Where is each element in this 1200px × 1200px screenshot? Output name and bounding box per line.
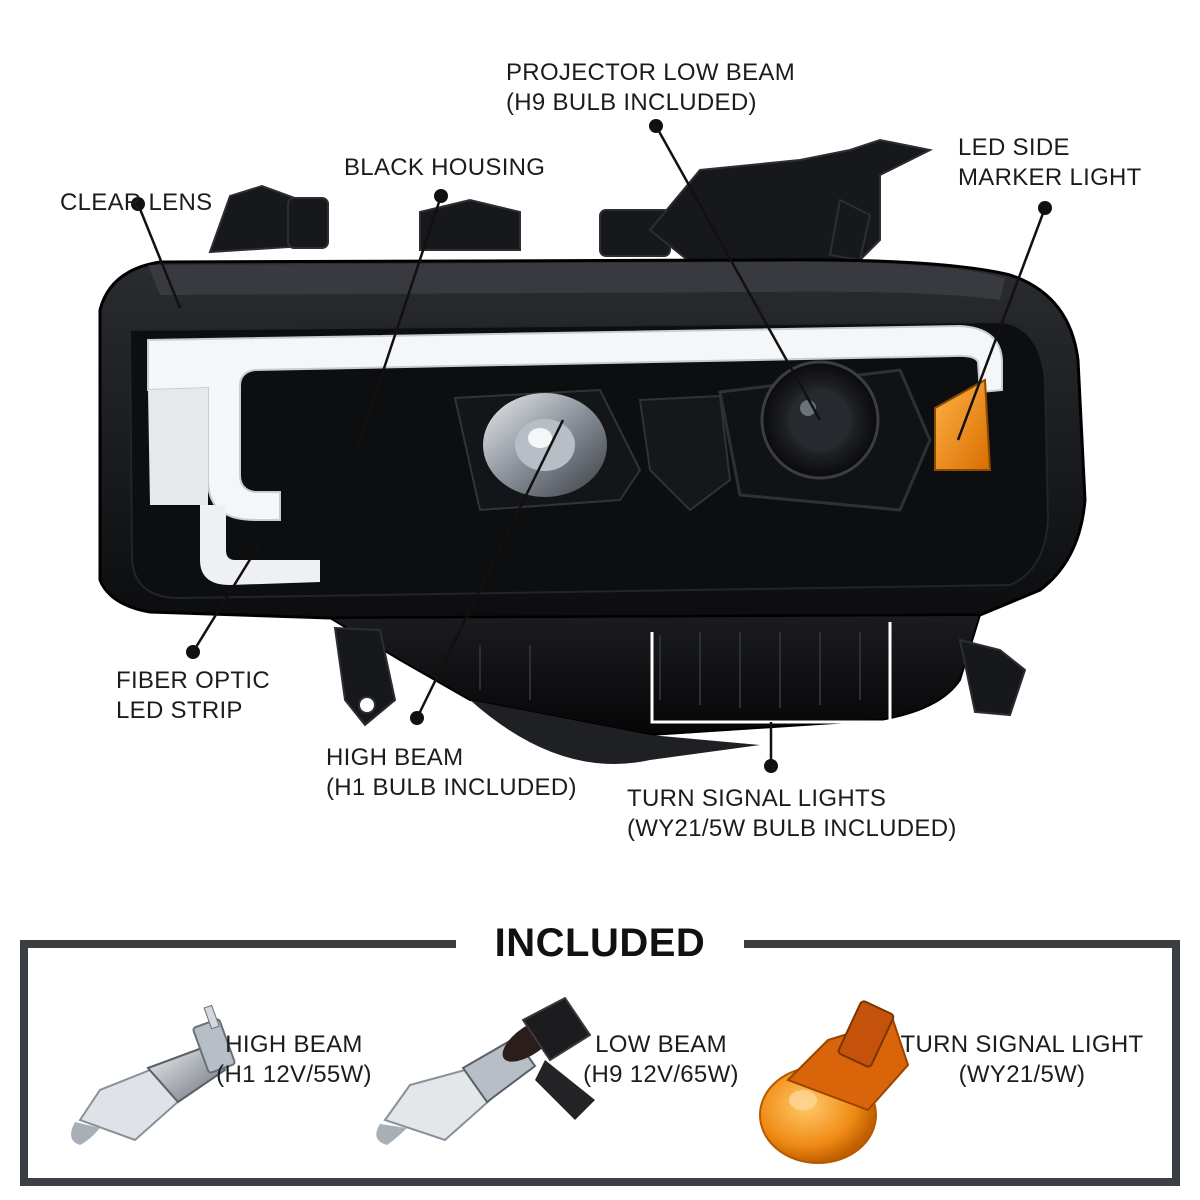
drl-strip [147,324,1003,521]
callout-line: LED STRIP [116,697,243,724]
included-line: HIGH BEAM [225,1031,363,1058]
callout-high-beam: HIGH BEAM (H1 BULB INCLUDED) [326,743,577,803]
callout-line: LED SIDE [958,134,1070,161]
callout-line: (WY21/5W BULB INCLUDED) [627,815,957,842]
callout-line: FIBER OPTIC [116,667,270,694]
callout-turn-signal: TURN SIGNAL LIGHTS (WY21/5W BULB INCLUDE… [627,784,957,844]
callout-line: (H9 BULB INCLUDED) [506,89,757,116]
callout-line: (H1 BULB INCLUDED) [326,774,577,801]
lower-brackets [333,626,1027,727]
included-item-high-beam: HIGH BEAM (H1 12V/55W) [214,1030,374,1090]
callout-black-housing: BLACK HOUSING [344,153,545,183]
leader-lines [136,125,1047,766]
turn-signal-housing [326,613,982,737]
lower-reflector-bowl [470,700,760,764]
included-item-low-beam: LOW BEAM (H9 12V/65W) [578,1030,744,1090]
included-title: INCLUDED [456,915,744,971]
callout-projector-low-beam: PROJECTOR LOW BEAM (H9 BULB INCLUDED) [506,58,795,118]
leader-dots [131,119,1052,773]
rear-brackets [208,138,934,271]
callout-fiber-optic: FIBER OPTIC LED STRIP [116,666,270,726]
callout-led-side-marker: LED SIDE MARKER LIGHT [958,133,1142,193]
callout-line: CLEAR LENS [60,189,213,216]
included-item-turn-signal: TURN SIGNAL LIGHT (WY21/5W) [896,1030,1148,1090]
center-vent [638,394,732,512]
included-line: (WY21/5W) [958,1061,1086,1088]
callout-line: TURN SIGNAL LIGHTS [627,785,887,812]
included-line: LOW BEAM [595,1031,727,1058]
callout-line: BLACK HOUSING [344,154,546,181]
callout-clear-lens: CLEAR LENS [60,188,212,218]
callout-line: PROJECTOR LOW BEAM [506,59,795,86]
headlight-illustration [98,119,1087,773]
clear-lens-rim [148,261,1005,300]
drl-strip-lower [200,505,320,585]
included-line: TURN SIGNAL LIGHT [900,1031,1144,1058]
turn-signal-ribs [479,632,861,708]
callout-line: MARKER LIGHT [958,164,1142,191]
drl-side-segment [148,388,208,505]
included-line: (H1 12V/55W) [216,1061,372,1088]
callout-line: HIGH BEAM [326,744,464,771]
included-line: (H9 12V/65W) [583,1061,739,1088]
